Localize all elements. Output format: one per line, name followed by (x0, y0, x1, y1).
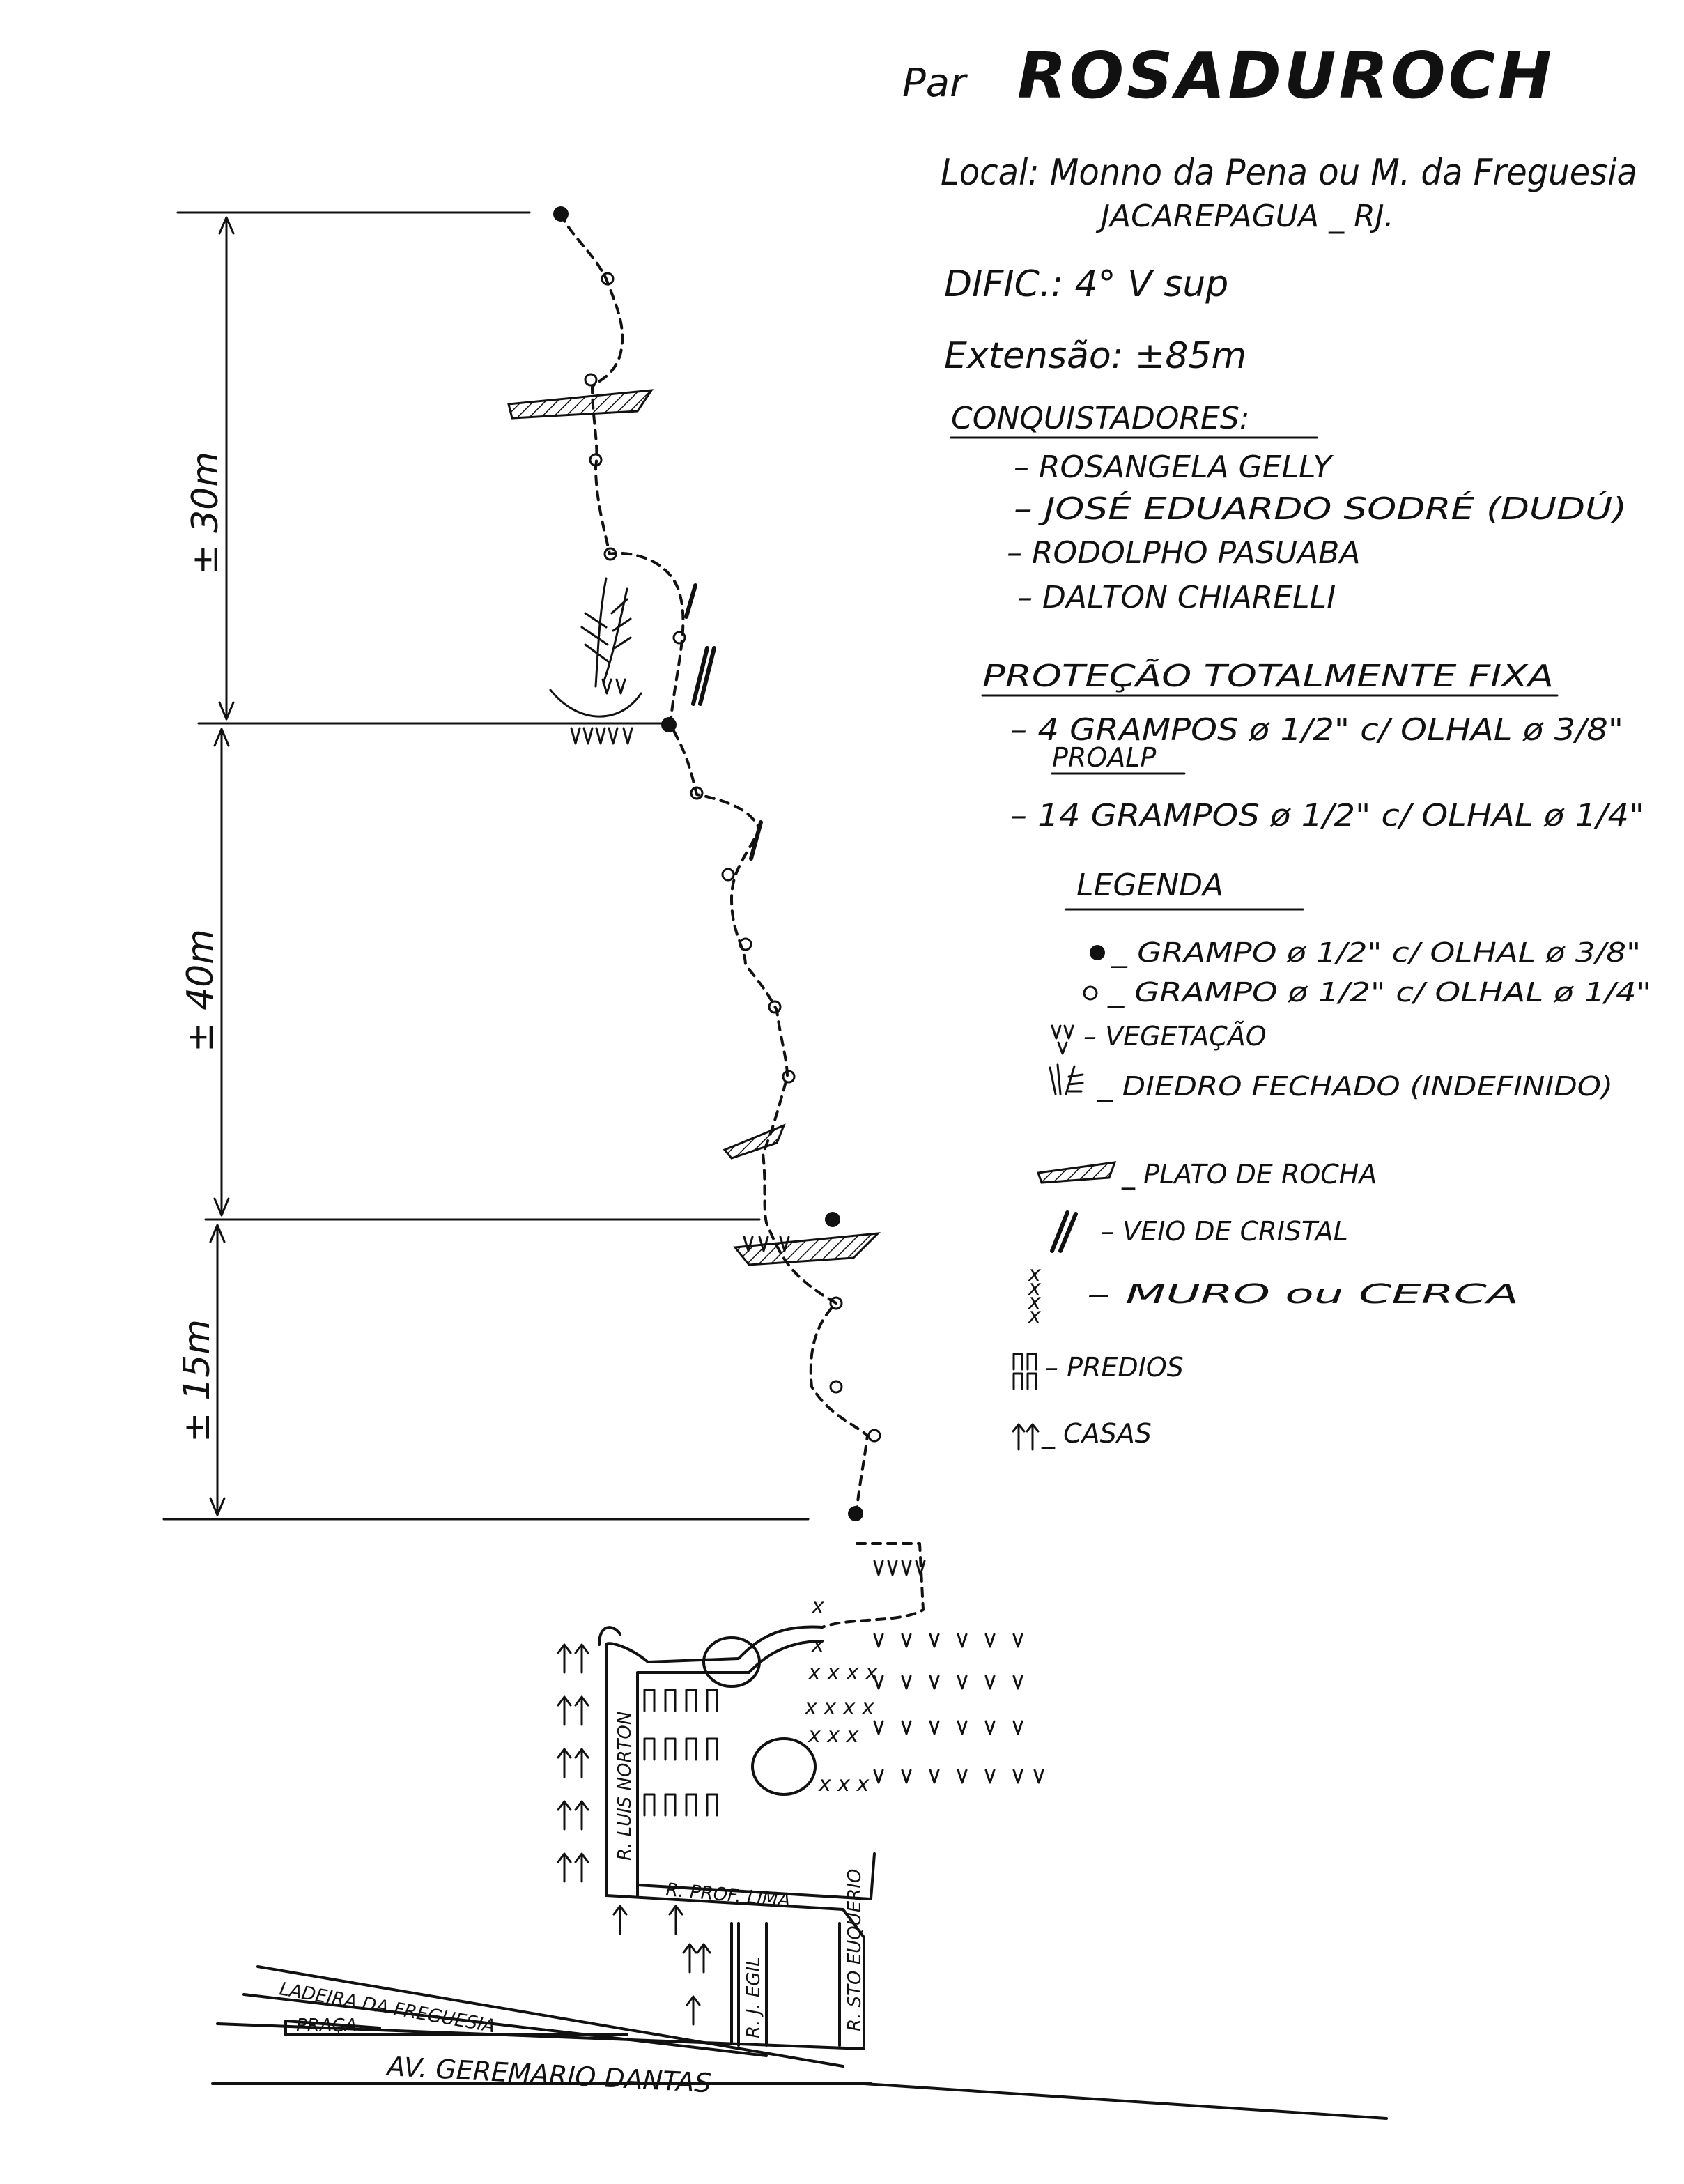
svg-text:x: x (1028, 1304, 1041, 1328)
street-label-luis-norton: R. LUIS NORTON (615, 1712, 635, 1861)
open-bolt-icon (783, 1071, 794, 1082)
first-ascensionists: CONQUISTADORES: – ROSANGELA GELLY – JOSÉ… (951, 401, 1627, 615)
ascensionist-name: – RODOLPHO PASUABA (1007, 535, 1360, 571)
vegetation-icon (874, 1634, 1043, 1783)
protection-heading: PROTEÇÃO TOTALMENTE FIXA (982, 658, 1554, 694)
protection-notes: PROTEÇÃO TOTALMENTE FIXA – 4 GRAMPOS ø 1… (982, 658, 1644, 833)
rock-ledge-icon (725, 1125, 784, 1158)
svg-text:x: x (811, 1594, 824, 1619)
open-bolt-icon (585, 374, 596, 385)
svg-text:x x x: x x x (818, 1772, 870, 1797)
author-prefix: Par (902, 61, 968, 106)
ascensionist-name: – JOSÉ EDUARDO SODRÉ (DUDÚ) (1014, 490, 1627, 527)
open-bolt-icon (869, 1430, 880, 1441)
legend-item-label: _ GRAMPO ø 1/2" c/ OLHAL ø 1/4" (1107, 977, 1651, 1008)
legend-item-label: _ CASAS (1041, 1418, 1152, 1449)
avenue-label: AV. GEREMARIO DANTAS (385, 2051, 712, 2098)
legend-item-label: – VEGETAÇÃO (1083, 1021, 1267, 1052)
buildings-icon (644, 1690, 717, 1815)
street-label-prof-lima: R. PROF. LIMA (665, 1879, 791, 1912)
solid-bolt-icon (553, 206, 569, 222)
crystal-vein-icon (1052, 1213, 1076, 1251)
dihedral-icon (550, 578, 641, 716)
protection-supplier: PROALP (1052, 742, 1156, 773)
pitch-1-length: ± 30m (185, 452, 226, 575)
svg-text:x: x (811, 1633, 824, 1657)
svg-text:x x x x: x x x x (808, 1661, 878, 1685)
svg-text:x x x: x x x (808, 1723, 859, 1748)
protection-line-2: – 14 GRAMPOS ø 1/2" c/ OLHAL ø 1/4" (1010, 798, 1644, 833)
location-line-2: JACAREPAGUA _ RJ. (1095, 199, 1394, 234)
difficulty-grade: DIFIC.: 4° V sup (944, 263, 1228, 305)
legend-item-label: – VEIO DE CRISTAL (1101, 1216, 1348, 1247)
solid-bolt-icon (1090, 945, 1105, 960)
open-bolt-icon (674, 632, 685, 643)
vegetation-icon (1052, 1026, 1073, 1054)
legend-item-label: – PREDIOS (1045, 1352, 1184, 1383)
solid-bolt-icon (825, 1212, 840, 1227)
legend-heading: LEGENDA (1076, 868, 1223, 903)
dihedral-icon (1050, 1065, 1083, 1094)
pitch-dimensions (164, 213, 808, 1519)
street-label-egil: R. J. EGIL (743, 1956, 764, 2038)
rock-ledge-icon (509, 390, 651, 418)
legend-item-label: _ PLATO DE ROCHA (1121, 1159, 1377, 1190)
open-bolt-icon (1084, 987, 1097, 999)
pitch-2-length: ± 40m (180, 929, 222, 1052)
pitch-3-length: ± 15m (176, 1319, 218, 1443)
open-bolt-icon (831, 1381, 842, 1392)
ascensionist-name: – DALTON CHIARELLI (1017, 580, 1336, 615)
rock-ledge-icon (735, 1233, 878, 1265)
wall-fence-icon: x x x x (1028, 1262, 1041, 1328)
legend: LEGENDA _ GRAMPO ø 1/2" c/ OLHAL ø 3/8" … (1013, 868, 1651, 1449)
square-label-praca: PRAÇA (296, 2015, 357, 2036)
legend-item-label: – MURO ou CERCA (1087, 1279, 1519, 1309)
location-line-1: Local: Monno da Pena ou M. da Freguesia (941, 152, 1637, 194)
legend-item-label: _ GRAMPO ø 1/2" c/ OLHAL ø 3/8" (1111, 937, 1641, 968)
rock-ledge-icon (1038, 1162, 1115, 1183)
first-ascensionists-heading: CONQUISTADORES: (951, 401, 1250, 436)
houses-icon (1013, 1424, 1038, 1449)
open-bolt-icon (723, 869, 734, 880)
route-length: Extensão: ±85m (944, 335, 1246, 377)
solid-bolt-icon (661, 717, 677, 732)
solid-bolt-icon (848, 1506, 863, 1521)
approach-map: x x x x x x x x x x x x x x x x (213, 1544, 1386, 2118)
route-line (509, 206, 925, 1575)
legend-item-label: _ DIEDRO FECHADO (INDEFINIDO) (1097, 1071, 1613, 1102)
route-title: ROSADUROCH (1017, 38, 1554, 113)
svg-text:x x x x: x x x x (804, 1695, 874, 1720)
crystal-vein-icon (686, 585, 761, 859)
ascensionist-name: – ROSANGELA GELLY (1014, 449, 1334, 485)
street-label-sto-euquerio: R. STO EUQUERIO (844, 1869, 865, 2031)
buildings-icon (1014, 1354, 1036, 1389)
